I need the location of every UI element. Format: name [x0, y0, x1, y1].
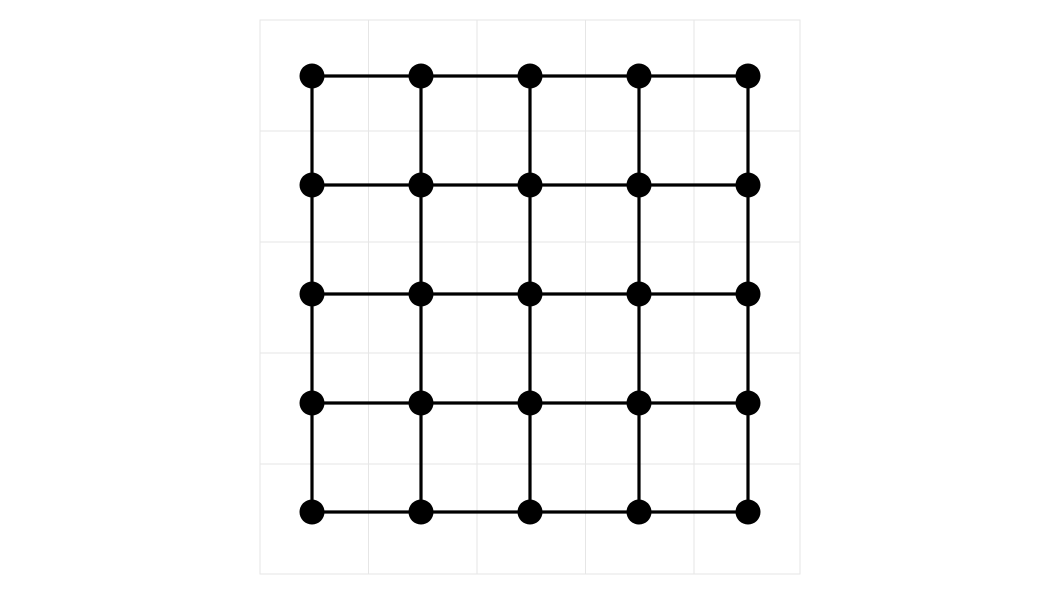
graph-node [299, 63, 325, 89]
graph-node [408, 63, 434, 89]
graph-node [735, 172, 761, 198]
graph-node [299, 499, 325, 525]
graph-node [735, 63, 761, 89]
graph-node [299, 281, 325, 307]
graph-node [735, 499, 761, 525]
graph-node [626, 499, 652, 525]
graph-node [408, 281, 434, 307]
graph-nodes [299, 63, 761, 525]
graph-node [735, 390, 761, 416]
graph-node [408, 390, 434, 416]
graph-node [517, 172, 543, 198]
graph-node [735, 281, 761, 307]
graph-node [517, 390, 543, 416]
graph-node [408, 172, 434, 198]
graph-node [626, 63, 652, 89]
graph-node [408, 499, 434, 525]
graph-node [299, 172, 325, 198]
graph-node [626, 172, 652, 198]
graph-node [517, 281, 543, 307]
graph-node [626, 281, 652, 307]
graph-edges [310, 74, 750, 514]
graph-node [626, 390, 652, 416]
graph-node [517, 499, 543, 525]
graph-node [517, 63, 543, 89]
graph-node [299, 390, 325, 416]
